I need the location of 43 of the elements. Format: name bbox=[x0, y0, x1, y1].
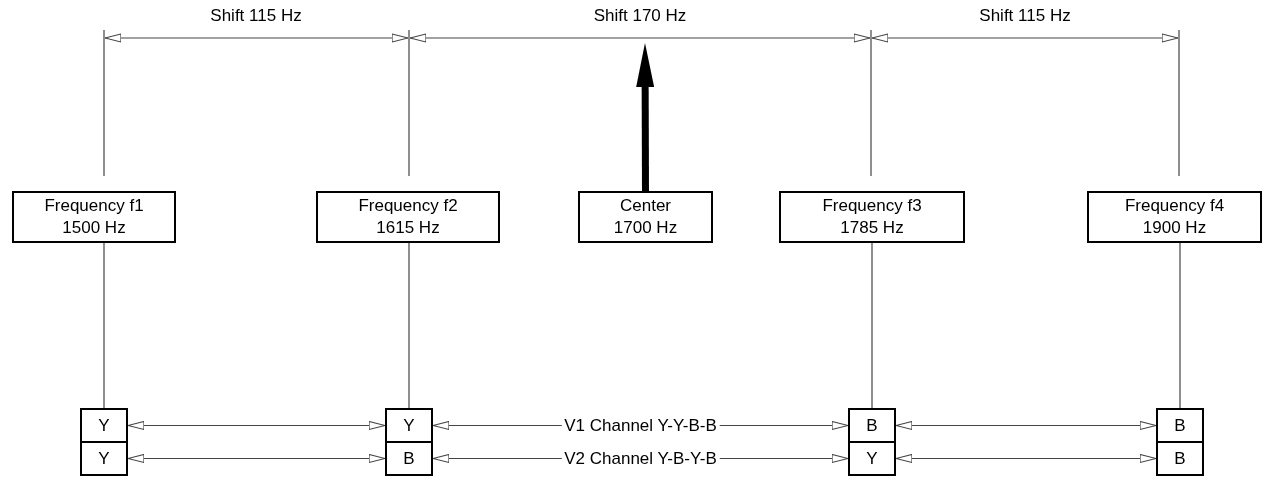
box-title: Center bbox=[620, 195, 671, 217]
channel-box bbox=[1156, 408, 1204, 443]
box-value: Y bbox=[98, 414, 110, 437]
double-arrow bbox=[895, 420, 1157, 431]
thick-arrow bbox=[636, 43, 655, 191]
channel-box bbox=[848, 408, 896, 443]
channel-box bbox=[1156, 441, 1204, 476]
frequency-box bbox=[578, 191, 713, 243]
box-value: 1700 Hz bbox=[613, 217, 678, 239]
box-value: B bbox=[403, 447, 415, 470]
box-value: Y bbox=[98, 447, 110, 470]
channel-box bbox=[848, 441, 896, 476]
frequency-box bbox=[1087, 191, 1262, 243]
box-value: Y bbox=[866, 447, 878, 470]
connector-line bbox=[408, 242, 410, 409]
box-value: 1500 Hz bbox=[62, 217, 126, 239]
channel-box bbox=[385, 408, 433, 443]
double-arrow bbox=[127, 453, 386, 464]
frequency-box bbox=[12, 191, 176, 243]
channel-box bbox=[80, 408, 128, 443]
box-title: Frequency f4 bbox=[1124, 195, 1225, 217]
frequency-box bbox=[316, 191, 500, 243]
shift-label: Shift 170 Hz bbox=[593, 6, 687, 26]
box-value: B bbox=[1174, 447, 1186, 470]
double-arrow bbox=[895, 453, 1157, 464]
box-title: Frequency f2 bbox=[358, 195, 458, 217]
box-value: Y bbox=[403, 414, 415, 437]
box-title: Frequency f1 bbox=[44, 195, 144, 217]
box-title: Frequency f3 bbox=[822, 195, 922, 217]
box-value: B bbox=[1174, 414, 1186, 437]
box-value: 1615 Hz bbox=[376, 217, 440, 239]
box-value: 1785 Hz bbox=[840, 217, 904, 239]
double-arrow bbox=[127, 420, 386, 431]
channel-box bbox=[385, 441, 433, 476]
connector-line bbox=[871, 242, 873, 409]
channel-box bbox=[80, 441, 128, 476]
frequency-box bbox=[779, 191, 965, 243]
shift-label: Shift 115 Hz bbox=[210, 6, 302, 26]
connector-line bbox=[103, 242, 105, 409]
box-value: B bbox=[866, 414, 878, 437]
connector-line bbox=[1179, 242, 1181, 409]
shift-label: Shift 115 Hz bbox=[979, 6, 1071, 26]
box-value: 1900 Hz bbox=[1142, 217, 1207, 239]
